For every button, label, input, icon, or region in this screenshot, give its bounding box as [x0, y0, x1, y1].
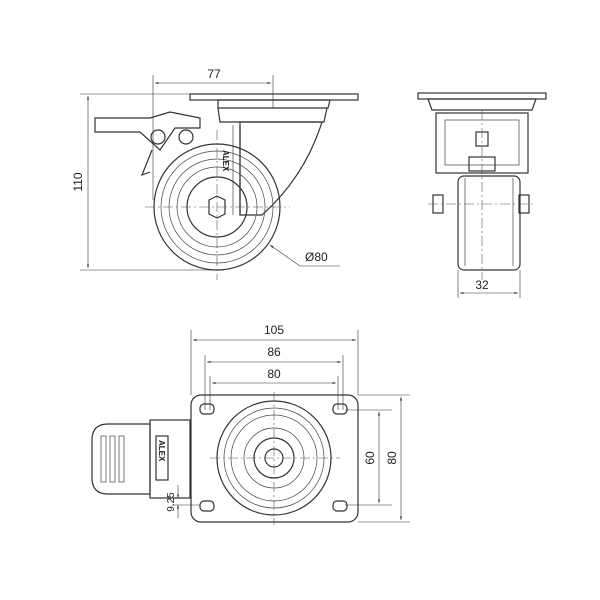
dim-height: 110: [71, 172, 85, 191]
top-plate: [189, 93, 359, 101]
dim-hole-vertical: 60: [363, 451, 377, 465]
dim-hole-center: 80: [267, 367, 281, 381]
dim-plate-width: 105: [264, 323, 284, 337]
dim-offset: 77: [207, 67, 221, 81]
dim-brake-offset: 9.25: [166, 492, 177, 512]
dim-wheel-diameter: Ø80: [305, 250, 328, 264]
side-view: ALEX 110 77 Ø80: [71, 67, 359, 280]
brake-housing: [149, 419, 191, 499]
brake-spring: [140, 149, 153, 177]
fork: [239, 121, 323, 216]
top-view: ALEX 105 86 80 60 80 9.25: [91, 323, 410, 525]
pivot-pin: [178, 129, 194, 145]
brand-mark: ALEX: [221, 150, 230, 172]
axle-nut: [208, 195, 226, 219]
top-plate: [417, 92, 547, 100]
mounting-plate: [190, 394, 359, 523]
dim-wheel-width: 32: [475, 278, 489, 292]
mounting-holes: [199, 403, 348, 512]
front-view: 32: [417, 92, 547, 298]
pivot-pin: [150, 129, 166, 145]
wheel: [457, 175, 521, 271]
brand-mark: ALEX: [157, 440, 166, 462]
brake-lever: [94, 111, 201, 151]
brake-pedal: [91, 423, 151, 495]
swivel-bearing: [217, 99, 331, 123]
dim-plate-height: 80: [385, 451, 399, 465]
dim-hole-outer: 86: [267, 345, 281, 359]
